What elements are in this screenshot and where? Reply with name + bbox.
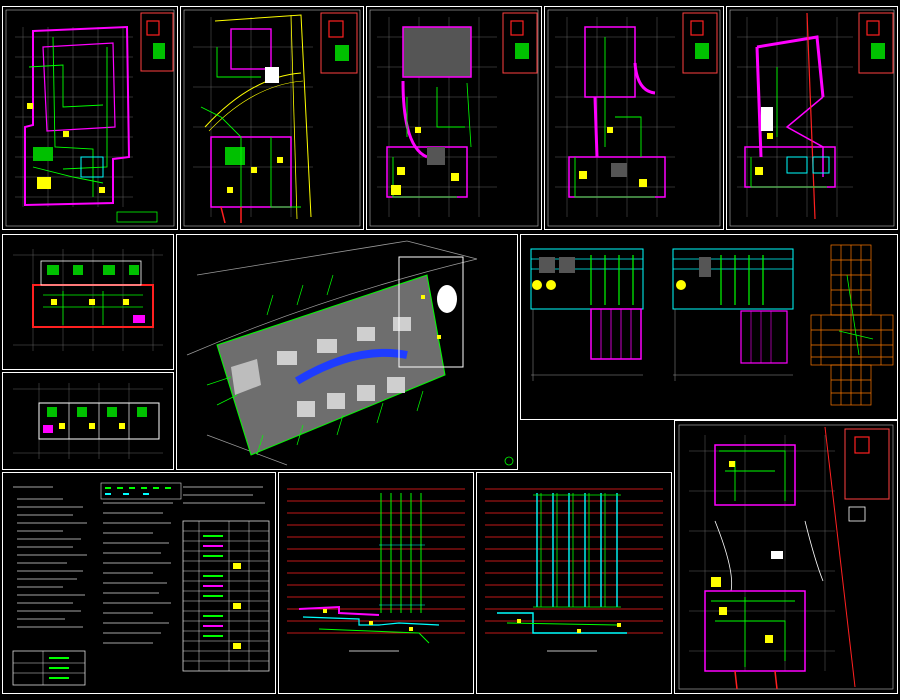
strip-plan-sheet-2[interactable]	[2, 372, 174, 470]
floor-plan-sheet-6[interactable]	[674, 420, 898, 694]
pump-room-plan-left	[530, 248, 644, 381]
floor-plan-drawing	[729, 9, 895, 227]
pump-room-sheet[interactable]	[520, 234, 898, 420]
pump-room-drawing	[530, 244, 894, 406]
riser-diagram-sheet-2[interactable]	[476, 472, 672, 694]
floor-plan-sheet-4[interactable]	[544, 6, 724, 230]
floor-plan-drawing	[183, 9, 361, 227]
notes-and-legend-sheet[interactable]	[2, 472, 276, 694]
floor-plan-sheet-2[interactable]	[180, 6, 364, 230]
strip-plan-drawing	[13, 383, 163, 459]
floor-plan-drawing	[678, 424, 894, 690]
legend-table	[182, 520, 270, 672]
strip-plan-sheet-1[interactable]	[2, 234, 174, 370]
floor-plan-drawing	[5, 9, 175, 227]
pump-room-plan-right	[672, 248, 794, 381]
riser-diagram-sheet-1[interactable]	[278, 472, 474, 694]
riser-diagram-drawing	[485, 488, 663, 652]
floor-plan-sheet-1[interactable]	[2, 6, 178, 230]
grid-detail	[810, 244, 894, 406]
floor-plan-drawing	[369, 9, 539, 227]
riser-diagram-drawing	[287, 488, 465, 652]
floor-plan-sheet-3[interactable]	[366, 6, 542, 230]
strip-plan-drawing	[13, 249, 163, 351]
floor-plan-drawing	[547, 9, 721, 227]
site-plan-sheet[interactable]	[176, 234, 518, 470]
notes-and-legend-drawing	[12, 482, 270, 686]
floor-plan-sheet-5[interactable]	[726, 6, 898, 230]
site-plan-drawing	[186, 240, 514, 466]
